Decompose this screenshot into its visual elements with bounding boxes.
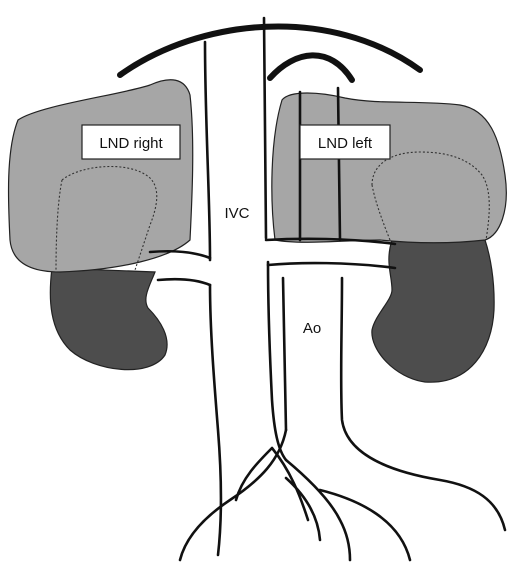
- left-kidney: [372, 240, 494, 382]
- external-iliac-branch: [320, 490, 410, 560]
- right-renal-vein-lower: [158, 279, 210, 285]
- common-iliac-inner-left: [236, 448, 308, 520]
- aorta-left-wall: [283, 278, 286, 430]
- lnd-right-label: LND right: [99, 135, 163, 152]
- lnd-left-label-group: LND left: [300, 125, 390, 159]
- right-kidney: [50, 268, 167, 370]
- left-renal-vein-lower: [268, 263, 395, 268]
- lnd-left-field: [272, 93, 506, 243]
- inner-arch-line: [270, 55, 352, 80]
- aorta-label: Ao: [303, 320, 321, 337]
- lnd-left-label: LND left: [318, 135, 373, 152]
- right-iliac-branch: [286, 460, 350, 560]
- lnd-right-label-group: LND right: [82, 125, 180, 159]
- outer-arch-line: [120, 27, 420, 75]
- lnd-right-field: [8, 80, 192, 272]
- ivc-label: IVC: [224, 205, 249, 222]
- ivc-right-wall: [205, 42, 221, 555]
